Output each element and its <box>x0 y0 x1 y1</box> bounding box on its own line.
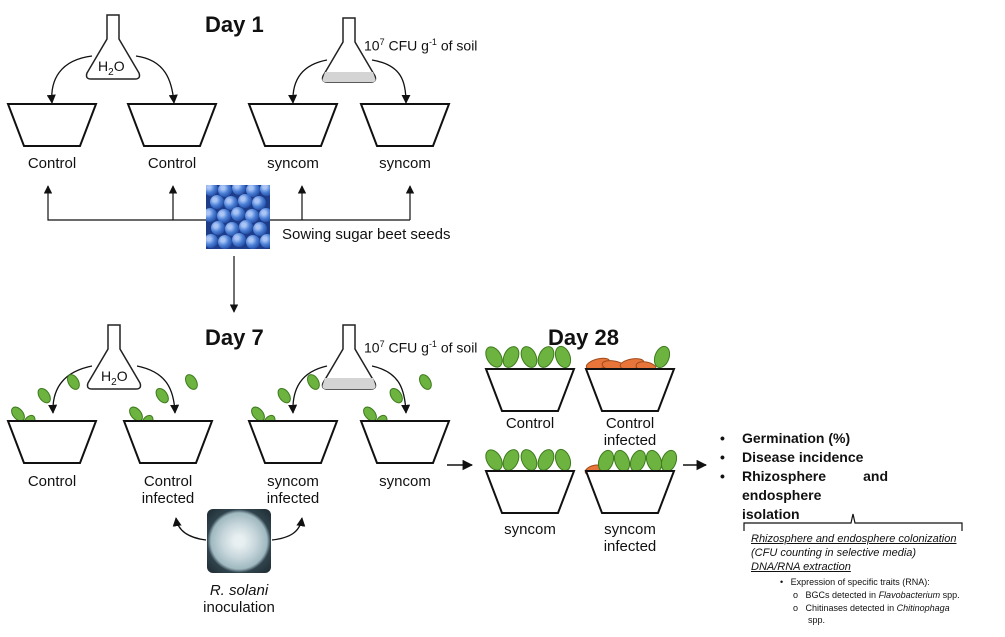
water-label-day7: H2O <box>101 368 128 388</box>
pot-label-day28-3: syncom <box>504 521 556 538</box>
plants-day28-control <box>485 345 572 369</box>
day7-section <box>7 324 474 541</box>
cfu-counting-text: (CFU counting in selective media) <box>751 547 917 559</box>
pot-day28-syncom <box>485 470 575 514</box>
cfu-label-day7: 107 CFU g-1 of soil <box>364 339 478 356</box>
pot-day1-syncom-2 <box>360 103 450 147</box>
chitinase-spp: spp. <box>808 615 826 625</box>
pot-label-day1-3: syncom <box>267 155 319 172</box>
pot-day1-control-2 <box>127 103 217 147</box>
day7-title: Day 7 <box>205 325 264 350</box>
day1-title: Day 1 <box>205 12 264 37</box>
petri-dish-image <box>207 509 271 573</box>
inoculation-label: R. solani inoculation <box>203 582 275 616</box>
expression-item: • Expression of specific traits (RNA): <box>780 577 930 587</box>
outcome-germination: Germination (%) <box>718 429 888 448</box>
pot-day28-control-infected <box>585 368 675 412</box>
pot-label-day28-1: Control <box>505 415 555 432</box>
sowing-label: Sowing sugar beet seeds <box>282 226 451 243</box>
pot-day1-syncom-1 <box>248 103 338 147</box>
plants-day28-syncom <box>485 448 572 472</box>
colonization-heading: Rhizosphere and endosphere colonization <box>751 533 957 545</box>
pot-label-day1-1: Control <box>27 155 77 172</box>
plants-day28-syncom-infected <box>584 449 678 476</box>
sugar-beet-seeds-image <box>206 185 270 249</box>
pot-day7-control <box>7 420 97 464</box>
pot-day7-control-infected <box>123 420 213 464</box>
day1-section <box>7 14 450 313</box>
pot-day7-syncom-infected <box>248 420 338 464</box>
pot-day28-control <box>485 368 575 412</box>
pot-label-day1-2: Control <box>147 155 197 172</box>
extraction-heading: DNA/RNA extraction <box>751 561 851 573</box>
chitinase-item: o Chitinases detected in Chitinophaga <box>793 603 950 613</box>
pot-day1-control-1 <box>7 103 97 147</box>
water-label-day1: H2O <box>98 58 125 78</box>
bgc-item: o BGCs detected in Flavobacterium spp. <box>793 590 960 600</box>
pot-label-day7-1: Control <box>27 473 77 490</box>
cfu-label-day1: 107 CFU g-1 of soil <box>364 37 478 54</box>
outcome-list: Germination (%) Disease incidence Rhizos… <box>718 429 888 524</box>
day28-title: Day 28 <box>548 325 619 350</box>
outcome-disease: Disease incidence <box>718 448 888 467</box>
day28-section <box>485 345 963 531</box>
pot-label-day1-4: syncom <box>379 155 431 172</box>
pot-label-day7-4: syncom <box>379 473 431 490</box>
pot-day7-syncom <box>360 420 450 464</box>
pot-day28-syncom-infected <box>585 470 675 514</box>
